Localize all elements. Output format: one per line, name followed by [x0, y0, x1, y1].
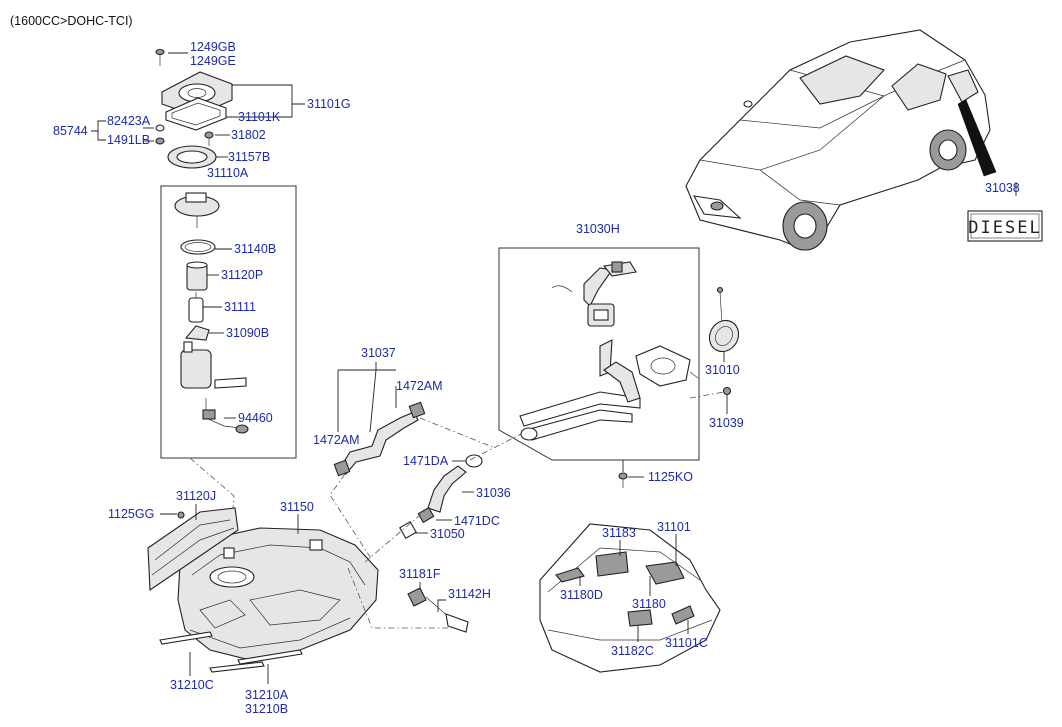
label-31037: 31037 — [361, 346, 396, 360]
label-31120p: 31120P — [221, 268, 263, 282]
diesel-badge: DIESEL — [967, 210, 1043, 242]
check-valve-31181f-drawing — [407, 587, 469, 633]
label-1491lb: 1491LB — [107, 133, 150, 147]
screw-31039-drawing — [722, 386, 732, 396]
label-31210c: 31210C — [170, 678, 214, 692]
label-31180: 31180 — [632, 597, 666, 611]
fuel-pump-assembly-box — [160, 185, 297, 459]
car-illustration — [685, 29, 997, 251]
label-31050: 31050 — [430, 527, 465, 541]
label-31111: 31111 — [224, 300, 256, 314]
label-31140b: 31140B — [234, 242, 276, 256]
label-31101: 31101 — [657, 520, 691, 534]
engine-spec-title: (1600CC>DOHC-TCI) — [10, 14, 133, 28]
label-1471da: 1471DA — [403, 454, 449, 468]
label-31039: 31039 — [709, 416, 744, 430]
label-31181f: 31181F — [399, 567, 441, 581]
label-31101k: 31101K — [238, 110, 281, 124]
filler-hose-31037-drawing — [333, 401, 426, 477]
label-31210a: 31210A — [245, 688, 289, 702]
label-1249gb: 1249GB — [190, 40, 236, 54]
label-31090b: 31090B — [226, 326, 269, 340]
filler-neck-31030h-box — [498, 247, 700, 461]
label-82423a: 82423A — [107, 114, 151, 128]
label-31802: 31802 — [231, 128, 266, 142]
label-31142h: 31142H — [448, 587, 491, 601]
diesel-badge-text: DIESEL — [968, 218, 1041, 238]
label-31182c: 31182C — [611, 644, 654, 658]
label-31101c: 31101C — [665, 636, 708, 650]
label-31038: 31038 — [985, 181, 1020, 195]
fuel-pump-cover-group — [91, 48, 305, 169]
label-1249ge: 1249GE — [190, 54, 236, 68]
label-1125ko: 1125KO — [648, 470, 693, 484]
vent-hose-31036-drawing — [399, 454, 483, 539]
label-31210b: 31210B — [245, 702, 288, 716]
label-31110a: 31110A — [207, 166, 249, 180]
label-31010: 31010 — [705, 363, 740, 377]
bolt-31802-drawing — [204, 131, 214, 139]
label-1471dc: 1471DC — [454, 514, 500, 528]
label-85744: 85744 — [53, 124, 88, 138]
gasket-31101k-drawing — [165, 97, 227, 131]
label-31120j: 31120J — [176, 489, 216, 503]
label-31030h: 31030H — [576, 222, 620, 236]
lock-ring-31157b-drawing — [167, 145, 217, 169]
bolt-1125ko-drawing — [618, 472, 628, 488]
label-31183: 31183 — [602, 526, 636, 540]
label-31180d: 31180D — [560, 588, 603, 602]
label-31150: 31150 — [280, 500, 314, 514]
label-1125gg: 1125GG — [108, 507, 154, 521]
fuel-cap-31010-drawing — [708, 286, 740, 353]
label-1472am-lower: 1472AM — [313, 433, 360, 447]
label-1472am-upper: 1472AM — [396, 379, 443, 393]
label-94460: 94460 — [238, 411, 273, 425]
label-31101g: 31101G — [307, 97, 351, 111]
screw-1249gb-drawing — [155, 48, 165, 66]
label-31157b: 31157B — [228, 150, 270, 164]
tank-pads-drawing — [539, 523, 721, 673]
fuel-tank-31150-drawing — [147, 507, 379, 673]
part-labels: 1249GB 1249GE 31101G 31101K 82423A 85744… — [53, 40, 1020, 716]
label-31036: 31036 — [476, 486, 511, 500]
bolt-1491lb-drawing — [155, 137, 165, 145]
washer-82423a-drawing — [155, 124, 165, 132]
